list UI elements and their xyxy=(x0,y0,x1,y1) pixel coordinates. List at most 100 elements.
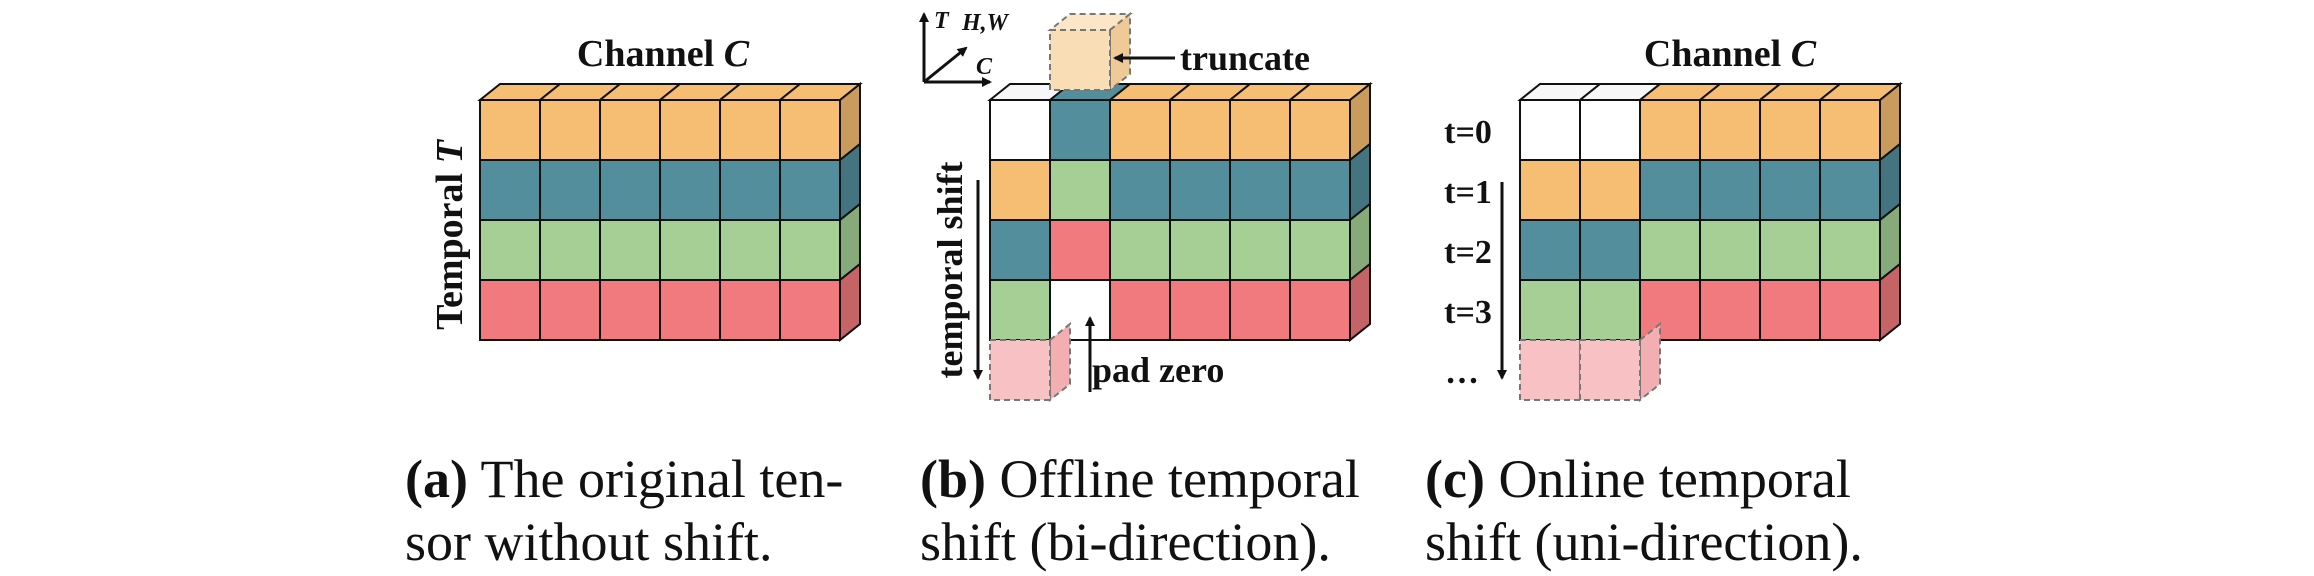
tensor-cell xyxy=(659,279,721,341)
tensor-cell xyxy=(1639,219,1701,281)
panel-b: T H,W C truncate temporal shift pad zero… xyxy=(919,8,1373,572)
panel-c-caption-line1: (c) Online temporal xyxy=(1425,449,1851,509)
tensor-cell xyxy=(1759,99,1821,161)
tensor-cell xyxy=(1109,159,1171,221)
truncate-label: truncate xyxy=(1180,38,1310,78)
tensor-cell xyxy=(1699,159,1761,221)
time-label-t3: t=3 xyxy=(1444,294,1492,331)
axis-indicator: T H,W C xyxy=(919,8,1010,87)
tensor-cell xyxy=(1169,279,1231,341)
panel-a-caption-line1: (a) The original ten- xyxy=(405,449,843,509)
shifted-out-cubes xyxy=(1519,321,1661,403)
panel-b-caption-line2: shift (bi-direction). xyxy=(920,512,1331,572)
tensor-cell xyxy=(1229,279,1291,341)
panel-a-channel-label: Channel C xyxy=(577,33,750,75)
tensor-cell xyxy=(1819,219,1881,281)
tensor-cell xyxy=(659,159,721,221)
tensor-cell xyxy=(599,279,661,341)
tensor-cell xyxy=(1819,159,1881,221)
shifted-out-cube xyxy=(989,321,1071,403)
tensor-cell xyxy=(719,279,781,341)
tensor-cell xyxy=(539,279,601,341)
tensor-cell xyxy=(1289,219,1351,281)
tensor-cell xyxy=(1109,219,1171,281)
tensor-cell xyxy=(599,99,661,161)
temporal-shift-label: temporal shift xyxy=(930,162,970,379)
tensor-cell xyxy=(479,159,541,221)
tensor-cell xyxy=(659,99,721,161)
tensor-cell xyxy=(1639,159,1701,221)
tensor-cell xyxy=(1519,279,1581,341)
tensor-cell xyxy=(599,159,661,221)
time-label-t2: t=2 xyxy=(1444,234,1492,271)
tensor-cell xyxy=(1759,219,1821,281)
time-label-t1: t=1 xyxy=(1444,174,1492,211)
time-label-t0: t=0 xyxy=(1444,114,1492,151)
panel-c: Channel C t=0 t=1 t=2 t=3 … (c) Online t… xyxy=(1425,33,1903,572)
tensor-cell xyxy=(1169,99,1231,161)
tensor-cell xyxy=(1519,219,1581,281)
tensor-cell xyxy=(1759,159,1821,221)
tensor-cell xyxy=(719,99,781,161)
panel-a: Channel C Temporal T (a) The original te… xyxy=(405,33,863,572)
tensor-cell xyxy=(1699,279,1761,341)
tensor-cell xyxy=(1579,219,1641,281)
panel-a-tensor xyxy=(477,81,863,343)
panel-c-channel-label: Channel C xyxy=(1644,33,1817,75)
panel-a-caption-line2: sor without shift. xyxy=(405,512,773,572)
tensor-cell xyxy=(779,99,841,161)
tensor-cell xyxy=(479,279,541,341)
tensor-cell xyxy=(1579,159,1641,221)
tensor-cell xyxy=(1579,279,1641,341)
axis-label-t: T xyxy=(934,8,950,34)
tensor-cell xyxy=(1519,159,1581,221)
tensor-cell xyxy=(1169,219,1231,281)
tensor-cell xyxy=(1109,99,1171,161)
tensor-cell xyxy=(719,219,781,281)
tensor-cell xyxy=(1819,279,1881,341)
tensor-cell xyxy=(659,219,721,281)
tensor-cell xyxy=(1639,99,1701,161)
tensor-cell xyxy=(599,219,661,281)
tensor-cell xyxy=(1229,159,1291,221)
tensor-cell xyxy=(1759,279,1821,341)
tensor-cell xyxy=(539,219,601,281)
tensor-cell xyxy=(1229,99,1291,161)
tensor-cell xyxy=(989,279,1051,341)
axis-label-c: C xyxy=(976,54,993,80)
tensor-cell xyxy=(1289,159,1351,221)
axis-label-hw: H,W xyxy=(961,10,1010,36)
tensor-cell xyxy=(1049,159,1111,221)
tensor-cell xyxy=(1519,99,1581,161)
tensor-cell xyxy=(1049,219,1111,281)
truncated-cube xyxy=(1047,11,1133,93)
pad-zero-label: pad zero xyxy=(1092,350,1224,390)
tensor-cell xyxy=(479,99,541,161)
tensor-cell xyxy=(989,159,1051,221)
tensor-cell xyxy=(539,99,601,161)
panel-c-caption-line2: shift (uni-direction). xyxy=(1425,512,1863,572)
tensor-cell xyxy=(989,219,1051,281)
tensor-cell xyxy=(1699,99,1761,161)
panel-b-tensor xyxy=(987,81,1373,343)
tensor-cell xyxy=(1699,219,1761,281)
tensor-cell xyxy=(1579,99,1641,161)
tensor-cell xyxy=(1109,279,1171,341)
panel-b-caption-line1: (b) Offline temporal xyxy=(920,449,1360,509)
time-label-ellipsis: … xyxy=(1445,354,1479,391)
tensor-cell xyxy=(539,159,601,221)
tensor-cell xyxy=(1289,99,1351,161)
tensor-cell xyxy=(989,99,1051,161)
tensor-cell xyxy=(719,159,781,221)
tensor-cell xyxy=(1639,279,1701,341)
tensor-cell xyxy=(1819,99,1881,161)
tensor-cell xyxy=(479,219,541,281)
tensor-cell xyxy=(1169,159,1231,221)
panel-c-tensor xyxy=(1517,81,1903,343)
tensor-cell xyxy=(779,219,841,281)
tensor-cell xyxy=(1049,279,1111,341)
tensor-cell xyxy=(779,279,841,341)
panel-a-temporal-label: Temporal T xyxy=(429,138,471,329)
tensor-cell xyxy=(1049,99,1111,161)
tensor-cell xyxy=(779,159,841,221)
